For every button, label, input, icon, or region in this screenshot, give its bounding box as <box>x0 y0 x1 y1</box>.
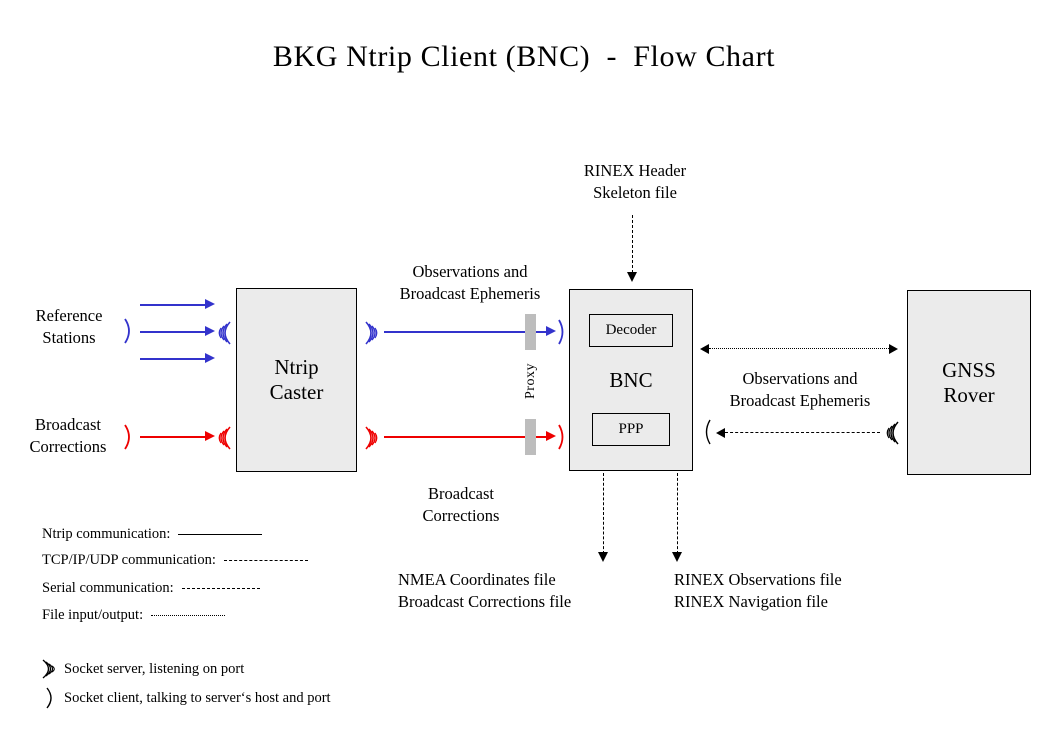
legend-label: TCP/IP/UDP communication: <box>42 552 216 568</box>
legend-line-medium-dash <box>181 588 260 589</box>
stream-line-ntrip <box>384 331 552 333</box>
socket-client-icon <box>556 318 568 346</box>
label-observations-ephemeris-caster: Observations and Broadcast Ephemeris <box>399 262 541 303</box>
file-output-line-rinex <box>677 473 678 554</box>
tcpip-communication-line <box>725 432 880 433</box>
stream-line-ntrip <box>140 304 206 306</box>
arrowhead-icon <box>889 344 898 354</box>
label-broadcast-corrections-stream: Broadcast Corrections <box>422 484 500 525</box>
socket-server-icon <box>214 425 234 451</box>
arrowhead-icon <box>205 299 215 309</box>
node-decoder[interactable]: Decoder <box>589 314 673 347</box>
label-rinex-header-skeleton: RINEX Header Skeleton file <box>583 161 687 202</box>
arrowhead-icon <box>546 431 556 441</box>
label-reference-stations: Reference Stations <box>35 306 103 347</box>
label-rinex-output-files: RINEX Observations file RINEX Navigation… <box>674 570 842 611</box>
stream-line-ntrip <box>140 358 206 360</box>
node-gnss-rover-label: GNSS Rover <box>942 357 996 407</box>
socket-server-icon <box>362 320 382 346</box>
legend-label: File input/output: <box>42 607 144 623</box>
node-gnss-rover[interactable]: GNSS Rover <box>907 290 1031 475</box>
page-title: BKG Ntrip Client (BNC) - Flow Chart <box>272 40 776 73</box>
socket-server-icon <box>214 320 234 346</box>
node-ntrip-caster-label: Ntrip Caster <box>269 355 324 404</box>
stream-line-corrections <box>140 436 206 438</box>
legend-item-socket-client: Socket client, talking to server‘s host … <box>36 686 331 710</box>
arrowhead-icon <box>627 272 637 282</box>
node-bnc-label: BNC <box>609 367 653 392</box>
node-bnc[interactable]: Decoder BNC PPP <box>569 289 693 471</box>
arrowhead-icon <box>205 353 215 363</box>
arrowhead-icon <box>205 431 215 441</box>
file-output-line-nmea <box>603 473 604 554</box>
socket-server-icon <box>36 658 64 680</box>
label-observations-ephemeris-rover: Observations and Broadcast Ephemeris <box>729 369 871 410</box>
legend-line-solid <box>178 534 263 535</box>
arrowhead-icon <box>672 552 682 562</box>
arrowhead-icon <box>546 326 556 336</box>
node-ntrip-caster[interactable]: Ntrip Caster <box>236 288 357 472</box>
arrowhead-icon <box>716 428 725 438</box>
arrowhead-icon <box>205 326 215 336</box>
proxy-label-wrap: Proxy <box>505 363 557 399</box>
legend-line-long-dash <box>223 560 308 561</box>
legend-label: Ntrip communication: <box>42 526 171 542</box>
socket-client-icon <box>122 316 136 346</box>
proxy-label: Proxy <box>522 363 538 399</box>
serial-communication-line <box>709 348 889 349</box>
legend-label: Serial communication: <box>42 580 174 596</box>
node-ppp-label: PPP <box>618 420 644 437</box>
proxy-bar-upper <box>525 314 536 350</box>
arrowhead-icon <box>700 344 709 354</box>
legend-item-tcpip: TCP/IP/UDP communication: <box>42 552 308 569</box>
legend-label: Socket server, listening on port <box>64 660 245 677</box>
legend-line-dotted <box>151 615 226 616</box>
arrowhead-icon <box>598 552 608 562</box>
node-decoder-label: Decoder <box>605 321 657 338</box>
socket-server-icon <box>882 420 902 446</box>
proxy-bar-lower <box>525 419 536 455</box>
legend-item-socket-server: Socket server, listening on port <box>36 658 244 680</box>
socket-server-icon <box>362 425 382 451</box>
stream-line-corrections <box>384 436 552 438</box>
label-nmea-output-files: NMEA Coordinates file Broadcast Correcti… <box>398 570 572 611</box>
legend-label: Socket client, talking to server‘s host … <box>64 689 331 706</box>
socket-client-icon <box>556 423 568 451</box>
socket-client-icon <box>36 686 64 710</box>
label-broadcast-corrections-input: Broadcast Corrections <box>29 415 107 456</box>
legend-item-ntrip: Ntrip communication: <box>42 526 263 543</box>
file-input-line <box>632 215 633 273</box>
legend-item-serial: Serial communication: <box>42 580 260 597</box>
socket-client-icon <box>701 418 713 446</box>
node-ppp[interactable]: PPP <box>592 412 670 446</box>
socket-client-icon <box>122 422 136 452</box>
stream-line-ntrip <box>140 331 206 333</box>
legend-item-file-io: File input/output: <box>42 607 226 624</box>
